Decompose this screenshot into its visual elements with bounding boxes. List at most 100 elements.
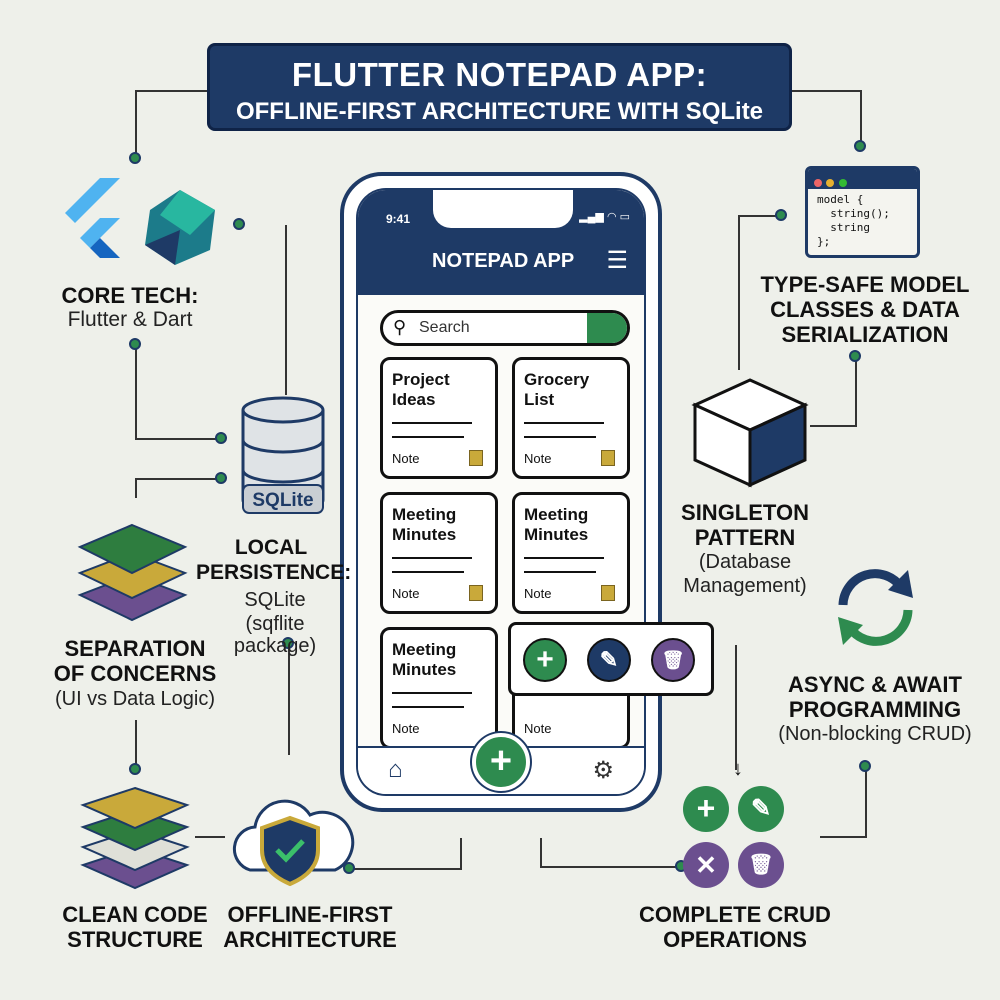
home-icon[interactable]: ⌂ [388, 756, 403, 783]
connector [285, 225, 287, 395]
note-tag: Note [392, 721, 420, 736]
type-safe-title-1: TYPE-SAFE MODEL [760, 272, 970, 297]
code-line: }; [817, 235, 831, 248]
cube-icon [691, 378, 809, 488]
connector [738, 215, 778, 217]
core-tech-subtitle: Flutter & Dart [67, 308, 193, 331]
connector-dot [775, 209, 787, 221]
stacked-layers-icon [80, 786, 190, 890]
note-title: Project [392, 370, 450, 389]
connector [460, 838, 462, 870]
type-safe-title-3: SERIALIZATION [781, 322, 949, 347]
async-title-2: PROGRAMMING [788, 697, 962, 722]
sticky-note-icon [601, 585, 615, 601]
connector [865, 768, 867, 838]
delete-trash-icon: 🗑 [738, 842, 784, 888]
connector [135, 478, 137, 498]
connector [860, 90, 862, 145]
add-button[interactable]: + [523, 638, 567, 682]
note-tag: Note [524, 586, 552, 601]
sticky-note-icon [601, 450, 615, 466]
edit-pencil-icon: ✎ [738, 786, 784, 832]
note-title: Minutes [392, 660, 457, 679]
offline-first-title-1: OFFLINE-FIRST [227, 902, 393, 927]
settings-gear-icon[interactable]: ⚙ [592, 757, 614, 784]
connector-dot [129, 763, 141, 775]
connector-dot [859, 760, 871, 772]
note-tag: Note [392, 586, 420, 601]
connector [135, 345, 137, 440]
core-tech-title: CORE TECH: [61, 283, 199, 308]
down-arrow-icon: ↓ [733, 758, 743, 780]
connector [288, 640, 290, 755]
sqlite-db-label: SQLite [252, 490, 314, 511]
phone-mockup: 9:41 ▂▄▆ ◠ ▭ NOTEPAD APP ☰ ⚲ Search Proj… [340, 172, 662, 812]
singleton-sub-2: Management) [683, 575, 807, 597]
connector [350, 868, 460, 870]
search-icon: ⚲ [393, 317, 407, 337]
connector [790, 90, 860, 92]
search-placeholder: Search [419, 319, 470, 336]
async-title-1: ASYNC & AWAIT [788, 672, 962, 697]
code-line: string(); [817, 207, 890, 220]
cancel-x-icon: ✕ [683, 842, 729, 888]
connector [135, 478, 225, 480]
code-window: model { string(); string }; [805, 166, 920, 258]
note-title: Ideas [392, 390, 436, 409]
connector [135, 90, 137, 158]
hamburger-menu-icon[interactable]: ☰ [606, 247, 628, 274]
code-line: string [817, 221, 870, 234]
maximize-dot-icon [838, 179, 847, 187]
action-popup: + ✎ 🗑 [508, 622, 714, 696]
note-title: List [524, 390, 555, 409]
code-snippet: model { string(); string }; [808, 189, 917, 253]
note-title: Minutes [524, 525, 589, 544]
delete-button[interactable]: 🗑 [651, 638, 695, 682]
note-title: Minutes [392, 525, 457, 544]
close-dot-icon [814, 179, 822, 187]
connector-dot [282, 637, 294, 649]
connector-dot [215, 432, 227, 444]
connector [855, 355, 857, 425]
clean-code-title-1: CLEAN CODE [62, 902, 208, 927]
code-window-titlebar [808, 169, 917, 189]
note-tag: Note [524, 721, 552, 736]
crud-title-2: OPERATIONS [663, 927, 807, 952]
flutter-logo-icon [65, 178, 120, 258]
connector [135, 438, 225, 440]
status-time: 9:41 [386, 212, 411, 226]
connector-dot [849, 350, 861, 362]
connector [195, 836, 225, 838]
title-line-1: FLUTTER NOTEPAD APP: [291, 56, 708, 93]
local-persistence-sub1: SQLite [244, 589, 306, 611]
sync-arrows-icon [838, 569, 913, 646]
connector [810, 425, 857, 427]
connector [738, 215, 740, 370]
type-safe-title-2: CLASSES & DATA [770, 297, 960, 322]
fab-add-note-button[interactable]: + [472, 733, 530, 791]
sticky-note-icon [469, 450, 483, 466]
local-persistence-sub2: (sqflite package) [233, 613, 317, 657]
separation-subtitle: (UI vs Data Logic) [54, 688, 216, 710]
search-button[interactable] [587, 313, 627, 343]
note-tag: Note [392, 451, 420, 466]
connector [135, 720, 137, 768]
connector-dot [215, 472, 227, 484]
singleton-sub-1: (Database [698, 551, 792, 573]
note-title: Meeting [524, 505, 589, 524]
edit-button[interactable]: ✎ [587, 638, 631, 682]
connector-dot [343, 862, 355, 874]
code-line: model { [817, 193, 864, 206]
status-icons: ▂▄▆ ◠ ▭ [579, 211, 630, 223]
clean-code-title-2: STRUCTURE [67, 927, 203, 952]
connector-dot [854, 140, 866, 152]
connector [540, 838, 542, 868]
search-input[interactable]: ⚲ Search [380, 310, 630, 346]
connector-dot [233, 218, 245, 230]
separation-title-1: SEPARATION [64, 636, 206, 661]
